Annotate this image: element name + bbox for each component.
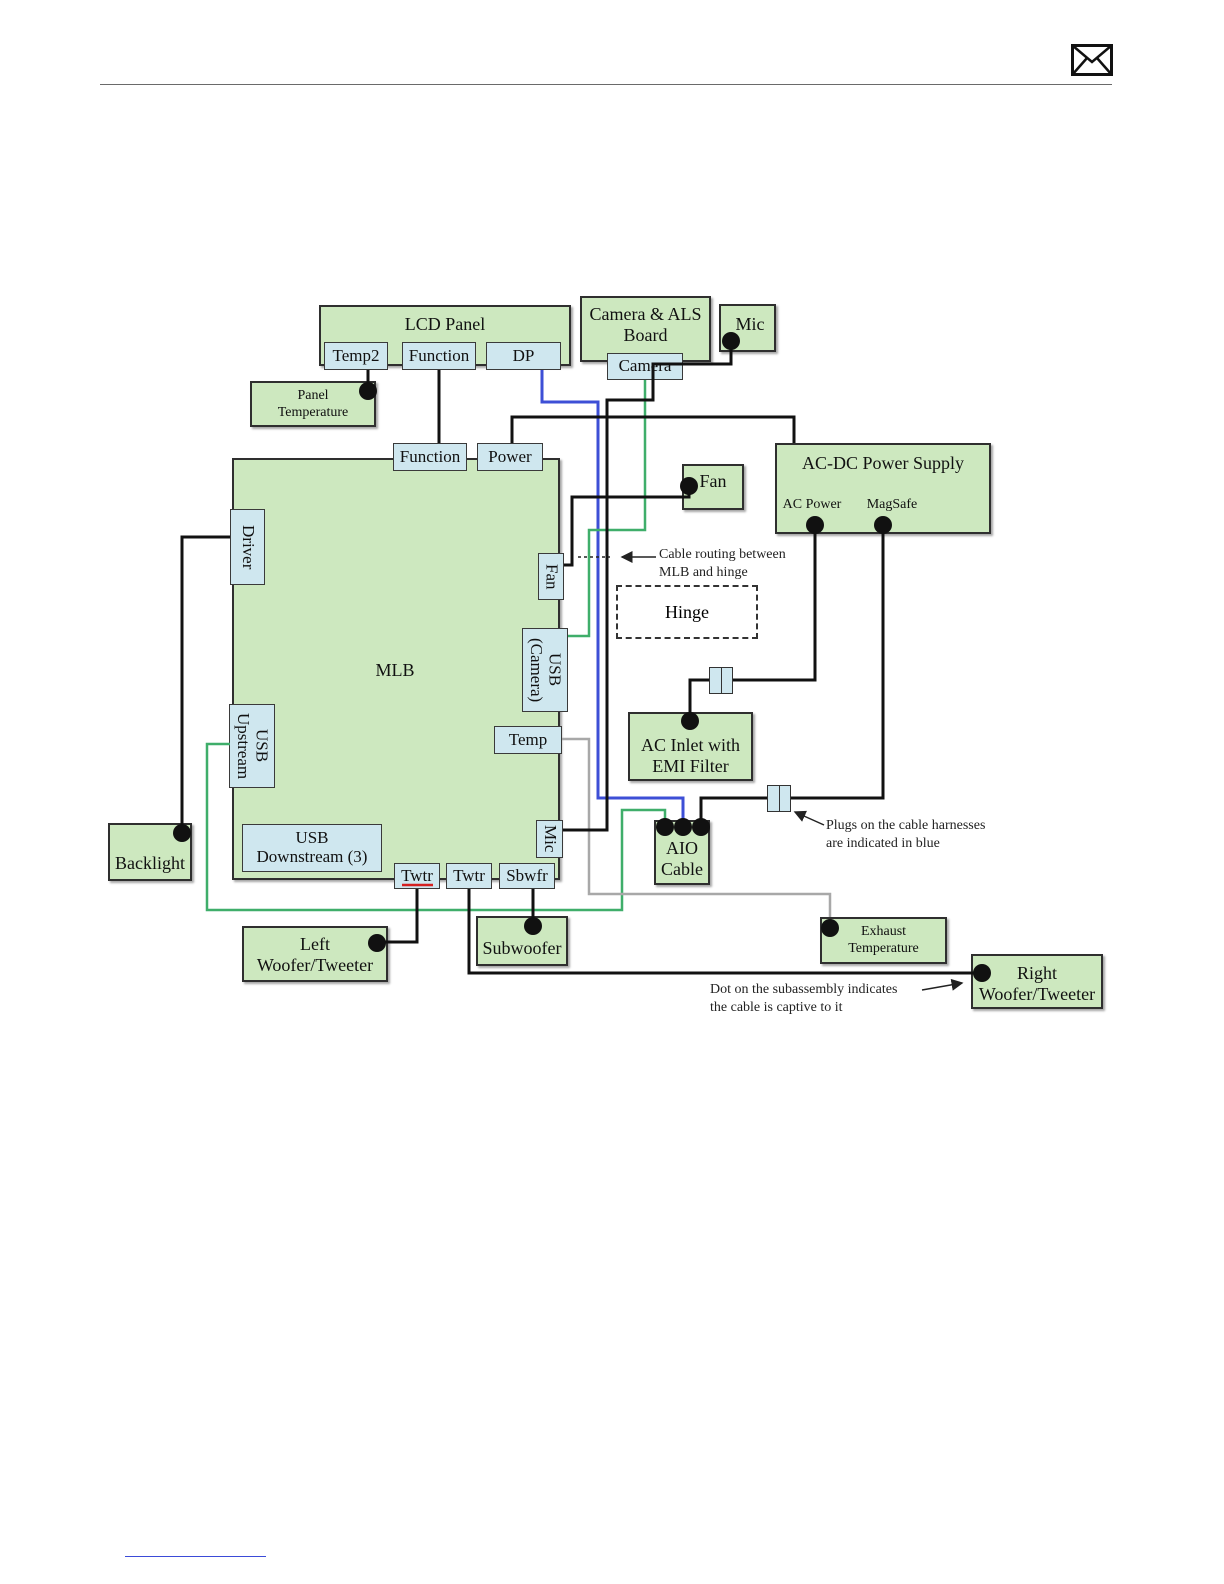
magsafe-label: MagSafe [866, 497, 918, 512]
captive-dot-note: Dot on the subassembly indicates the cab… [710, 982, 898, 1016]
power-connector[interactable]: Power [477, 443, 543, 471]
ac-inlet-cable [688, 678, 709, 720]
mic-box [719, 304, 776, 352]
fan-dot [680, 477, 698, 495]
left-woofer-dot [368, 934, 386, 952]
ac-inlet-label: AC Inlet with EMI Filter [641, 735, 740, 777]
aio-dot-2 [674, 818, 692, 836]
backlight-cable [180, 535, 230, 833]
right-woofer-cable [467, 889, 982, 975]
aio-cable-label: AIO Cable [661, 838, 703, 880]
mic-label: Mic [735, 314, 765, 334]
cable-routing-lines [173, 332, 991, 991]
ac-inlet-plug [709, 667, 733, 694]
dp-connector[interactable]: DP [486, 342, 561, 370]
plugs-note: Plugs on the cable harnesses are indicat… [826, 818, 986, 852]
panel-temperature-label: Panel Temperature [277, 388, 349, 420]
usb-camera-connector[interactable]: USB (Camera) [522, 628, 568, 712]
magsafe-plug [767, 785, 791, 812]
magsafe-cable [791, 525, 885, 800]
mic-dot [722, 332, 740, 350]
usb-upstream-cable-green [205, 742, 667, 912]
driver-connector[interactable]: Driver [230, 509, 265, 585]
exhaust-temp-dot [821, 919, 839, 937]
cable-routing-note: Cable routing between MLB and hinge [659, 547, 786, 581]
camera-als-board-label: Camera & ALS Board [589, 304, 702, 346]
right-woofer-dot [973, 964, 991, 982]
backlight-label: Backlight [115, 853, 185, 873]
panel-temp-dot [359, 382, 377, 400]
mail-icon[interactable] [1071, 44, 1113, 76]
exhaust-temperature-box [820, 917, 947, 964]
lcd-function-connector[interactable]: Function [402, 342, 476, 370]
ac-power-dot [806, 516, 824, 534]
temp2-connector[interactable]: Temp2 [324, 342, 388, 370]
backlight-dot [173, 824, 191, 842]
subwoofer-connector[interactable]: Sbwfr [499, 863, 555, 889]
usb-upstream-connector[interactable]: USB Upstream [229, 704, 275, 788]
left-woofer-cable [377, 889, 419, 944]
temp-connector[interactable]: Temp [494, 726, 562, 754]
hinge-outline: Hinge [616, 585, 758, 639]
left-woofer-tweeter-label: Left Woofer/Tweeter [256, 934, 374, 976]
mic-connector[interactable]: Mic [536, 820, 563, 858]
ac-power-label: AC Power [782, 497, 842, 512]
footer-link[interactable] [125, 1556, 266, 1557]
ac-dc-power-supply-label: AC-DC Power Supply [801, 453, 964, 473]
lcd-panel-label: LCD Panel [404, 314, 486, 334]
ac-power-cable [733, 525, 817, 682]
aio-magsafe-cable [699, 796, 767, 825]
cable-diagram: LCD Panel Camera & ALS Board Mic Panel T… [100, 290, 1112, 1026]
camera-connector[interactable]: Camera [607, 353, 683, 380]
right-woofer-tweeter-box [971, 954, 1103, 1009]
left-woofer-tweeter-box [242, 926, 388, 982]
fan-cable [564, 486, 691, 567]
subwoofer-box [476, 916, 568, 966]
subwoofer-dot [524, 917, 542, 935]
plugs-note-arrow [793, 810, 825, 826]
subwoofer-label: Subwoofer [482, 938, 562, 958]
right-tweeter-connector[interactable]: Twtr [446, 863, 492, 889]
power-cable [510, 415, 796, 443]
hinge-label: Hinge [665, 601, 709, 622]
usb-downstream-connector[interactable]: USB Downstream (3) [242, 824, 382, 872]
ac-inlet-dot [681, 712, 699, 730]
fan-connector[interactable]: Fan [538, 553, 564, 600]
right-woofer-tweeter-label: Right Woofer/Tweeter [978, 963, 1096, 1005]
exhaust-temperature-label: Exhaust Temperature [848, 924, 919, 956]
camera-cable-green [568, 380, 647, 638]
magsafe-dot [874, 516, 892, 534]
mic-cable [563, 340, 733, 832]
exhaust-temp-cable-gray [562, 737, 832, 917]
aio-dot-3 [692, 818, 710, 836]
dp-cable-blue [540, 370, 685, 825]
dot-note-arrow [921, 978, 964, 991]
fan-label: Fan [699, 471, 727, 491]
mlb-label: MLB [375, 660, 415, 680]
panel-temperature-box [250, 381, 376, 427]
aio-dot-1 [656, 818, 674, 836]
mlb-function-connector[interactable]: Function [393, 443, 467, 471]
header-rule [100, 84, 1112, 85]
